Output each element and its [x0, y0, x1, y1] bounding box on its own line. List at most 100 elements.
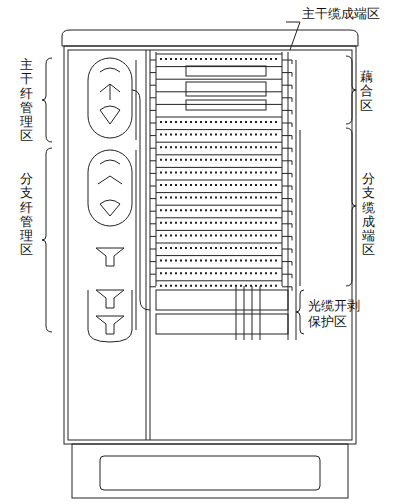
rack-rail: [282, 52, 283, 286]
spool: [88, 150, 132, 226]
bracket: [346, 128, 356, 286]
spool: [88, 58, 132, 138]
patch-cord: [150, 274, 156, 275]
divider: [146, 50, 147, 440]
cable-tail: [282, 110, 292, 114]
bracket: [296, 290, 304, 334]
rack-rail: [156, 52, 157, 286]
adapter-row: [160, 134, 278, 136]
coupling-window: [186, 82, 266, 96]
cabinet-body: [64, 46, 356, 444]
adapter-row: [160, 171, 278, 173]
cable-tail: [282, 161, 292, 165]
fiber-route: [136, 60, 137, 330]
tray-edge: [156, 66, 282, 67]
tray-edge: [156, 268, 282, 269]
cable-tail: [282, 236, 292, 240]
patch-cord: [150, 148, 156, 149]
section-label: 分支缆成端区: [362, 172, 375, 258]
cable-tail: [282, 224, 292, 228]
plinth: [72, 444, 348, 498]
tray-edge: [156, 129, 282, 130]
patch-cord: [150, 223, 156, 224]
cable-tail: [282, 211, 292, 215]
tray-edge: [156, 255, 282, 256]
cable-tail: [282, 262, 292, 266]
cable-tail: [282, 98, 292, 102]
bracket: [346, 56, 356, 124]
section-label: 光缆开剥保护区: [308, 298, 364, 331]
cable-tail: [282, 173, 292, 177]
fiber-clip: [96, 316, 124, 334]
tray-edge: [156, 167, 282, 168]
tray-edge: [156, 142, 282, 143]
patch-cord: [150, 211, 156, 212]
cable-tail: [282, 85, 292, 89]
cable-tail: [282, 199, 292, 203]
patch-cord: [150, 72, 156, 73]
patch-cord: [150, 236, 156, 237]
cable: [296, 60, 300, 340]
protection-bar: [156, 290, 288, 310]
adapter-row: [160, 121, 278, 123]
adapter-row: [160, 197, 278, 199]
patch-cord: [150, 123, 156, 124]
patch-cord: [150, 97, 156, 98]
spool-clips: [100, 68, 120, 124]
tray-edge: [156, 205, 282, 206]
patch-cord: [150, 198, 156, 199]
patch-cord: [150, 60, 156, 61]
fiber-route: [132, 90, 150, 310]
tray-edge: [156, 180, 282, 181]
cable-tail: [282, 73, 292, 77]
bracket: [42, 58, 52, 142]
tray-edge: [156, 230, 282, 231]
tray-edge: [156, 54, 282, 55]
adapter-row: [160, 272, 278, 274]
patch-cord: [150, 135, 156, 136]
tray-edge: [156, 91, 282, 92]
leader-line: [286, 22, 300, 50]
tray-edge: [156, 117, 282, 118]
adapter-row: [160, 184, 278, 186]
cable: [236, 286, 260, 340]
adapter-row: [160, 285, 278, 287]
coupling-window: [186, 66, 266, 76]
patch-cord: [150, 85, 156, 86]
protection-bar: [156, 314, 288, 334]
tray-edge: [156, 217, 282, 218]
plinth-window: [100, 456, 320, 490]
adapter-row: [160, 209, 278, 211]
patch-cord: [150, 160, 156, 161]
divider: [150, 50, 151, 440]
tray-edge: [156, 243, 282, 244]
patch-cord: [150, 249, 156, 250]
section-label: 主干纤管理区: [20, 58, 33, 144]
cable-tail: [282, 148, 292, 152]
spool: [88, 290, 132, 342]
patch-cord: [150, 110, 156, 111]
adapter-row: [160, 260, 278, 262]
adapter-row: [160, 58, 278, 60]
patch-cord: [150, 186, 156, 187]
section-label: 藕合区: [360, 70, 373, 113]
fiber-clip: [96, 290, 124, 308]
cabinet-inner: [68, 50, 352, 440]
adapter-row: [160, 146, 278, 148]
adapter-row: [160, 159, 278, 161]
tray-edge: [156, 79, 282, 80]
panel-rows: [150, 54, 300, 340]
cable-tail: [282, 249, 292, 253]
tray-edge: [156, 280, 282, 281]
tray-edge: [156, 104, 282, 105]
spool-clips: [98, 160, 122, 216]
cable-tail: [282, 287, 292, 291]
patch-cord: [150, 286, 156, 287]
cable-tail: [282, 60, 292, 64]
adapter-row: [160, 247, 278, 249]
patch-cord: [150, 173, 156, 174]
section-label: 主干缆成端区: [302, 6, 380, 22]
section-label: 分支纤管理区: [20, 172, 33, 258]
